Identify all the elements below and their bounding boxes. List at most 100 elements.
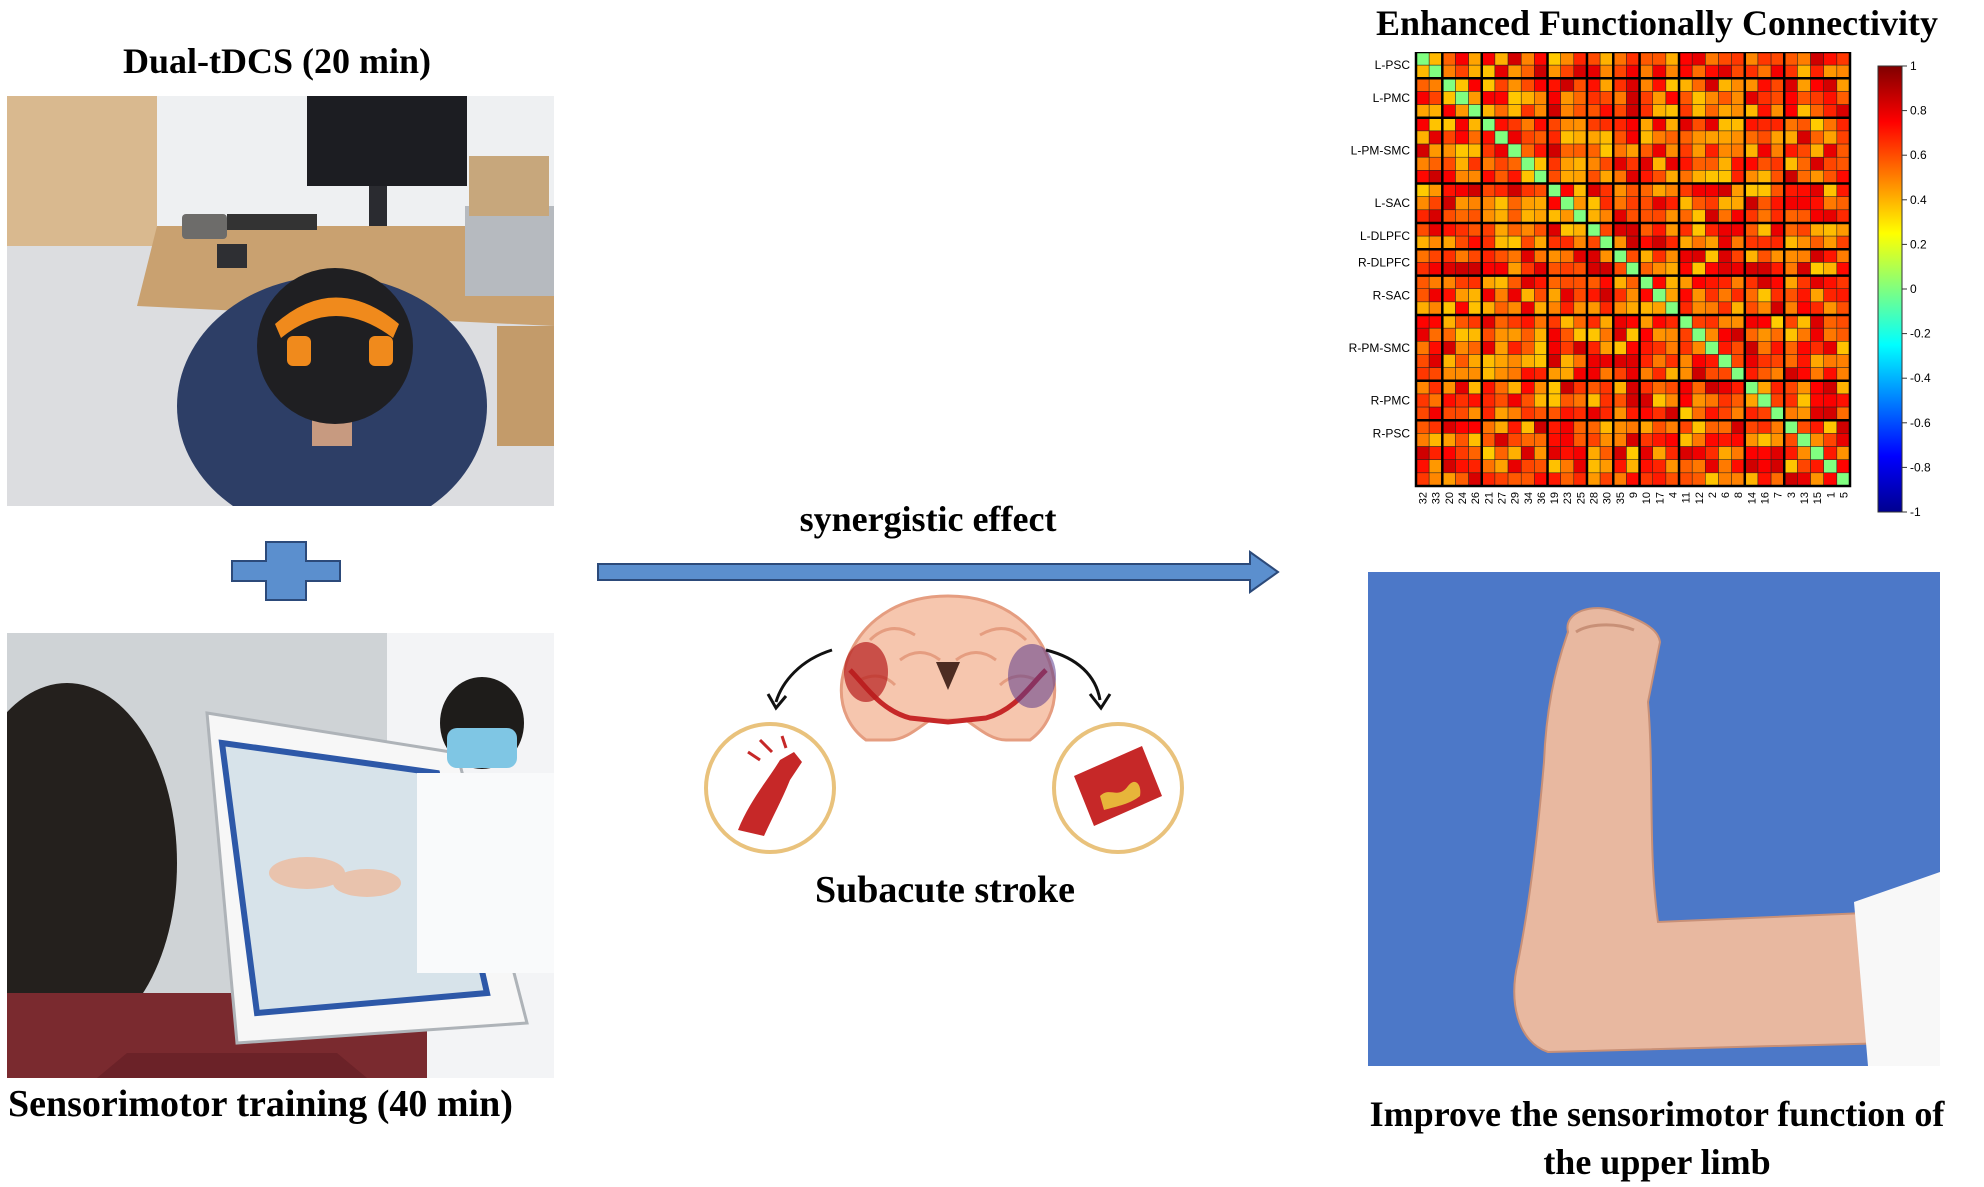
heatmap-cell (1626, 143, 1640, 158)
heatmap-cell (1744, 52, 1759, 66)
heatmap-cell (1665, 78, 1680, 92)
heatmap-cell (1757, 143, 1772, 158)
heatmap-cell (1626, 249, 1640, 263)
heatmap-cell (1783, 393, 1798, 408)
heatmap-cell (1586, 262, 1601, 276)
heatmap-cell (1639, 459, 1653, 474)
heatmap-cell (1560, 327, 1575, 342)
heatmap-cell (1797, 459, 1811, 474)
heatmap-cell (1678, 170, 1693, 184)
heatmap-cell (1613, 196, 1627, 211)
heatmap-cell (1744, 183, 1759, 197)
heatmap-cell (1770, 183, 1785, 197)
heatmap-cell (1691, 275, 1706, 289)
heatmap-col-label: 7 (1773, 492, 1785, 498)
heatmap-cell (1639, 64, 1653, 79)
heatmap-cell (1757, 393, 1772, 408)
heatmap-cell (1757, 196, 1772, 211)
heatmap-cell (1823, 472, 1838, 487)
heatmap-cell (1757, 130, 1772, 145)
heatmap-cell (1520, 222, 1535, 237)
heatmap-cell (1797, 249, 1811, 263)
heatmap-cell (1691, 459, 1706, 474)
heatmap-cell (1455, 288, 1469, 303)
heatmap-cell (1520, 78, 1535, 92)
heatmap-cell (1455, 78, 1469, 92)
heatmap-cell (1599, 170, 1614, 184)
heatmap-cell (1757, 222, 1772, 237)
heatmap-cell (1468, 446, 1483, 460)
heatmap-col-label: 35 (1615, 492, 1627, 504)
heatmap-cell (1560, 472, 1575, 487)
heatmap-cell (1810, 472, 1824, 487)
heatmap-cell (1428, 196, 1443, 211)
heatmap-cell (1691, 393, 1706, 408)
heatmap-cell (1573, 183, 1588, 197)
heatmap-cell (1823, 459, 1838, 474)
heatmap-cell (1428, 327, 1443, 342)
heatmap-cell (1599, 78, 1614, 92)
heatmap-cell (1560, 235, 1575, 250)
heatmap-cell (1613, 354, 1627, 368)
heatmap-cell (1415, 341, 1430, 355)
heatmap-cell (1770, 235, 1785, 250)
heatmap-cell (1783, 380, 1798, 395)
heatmap-cell (1573, 393, 1588, 408)
heatmap-cell (1783, 170, 1798, 184)
heatmap-cell (1468, 104, 1483, 119)
heatmap-cell (1626, 446, 1640, 460)
heatmap-cell (1520, 327, 1535, 342)
heatmap-cell (1415, 64, 1430, 79)
heatmap-cell (1744, 380, 1759, 395)
heatmap-cell (1560, 170, 1575, 184)
heatmap-cell (1415, 406, 1430, 421)
heatmap-cell (1744, 196, 1759, 211)
heatmap-cell (1731, 235, 1746, 250)
heatmap-cell (1665, 262, 1680, 276)
heatmap-cell (1691, 130, 1706, 145)
heatmap-cell (1586, 222, 1601, 237)
heatmap-cell (1757, 341, 1772, 355)
heatmap-cell (1547, 288, 1561, 303)
heatmap-row-label: L-PMC (1373, 91, 1411, 105)
heatmap-cell (1415, 314, 1430, 329)
heatmap-cell (1718, 393, 1732, 408)
heatmap-cell (1639, 130, 1653, 145)
heatmap-cell (1468, 222, 1483, 237)
heatmap-cell (1639, 327, 1653, 342)
heatmap-cell (1442, 419, 1456, 434)
heatmap-cell (1534, 64, 1548, 79)
heatmap-cell (1744, 367, 1759, 382)
heatmap-cell (1442, 262, 1456, 276)
heatmap-cell (1770, 196, 1785, 211)
heatmap-cell (1691, 78, 1706, 92)
heatmap-cell (1442, 354, 1456, 368)
heatmap-cell (1665, 196, 1680, 211)
heatmap-cell (1455, 64, 1469, 79)
heatmap-cell (1836, 222, 1851, 237)
heatmap-cell (1481, 64, 1496, 79)
heatmap-cell (1718, 104, 1732, 119)
heatmap-cell (1468, 433, 1483, 447)
heatmap-cell (1678, 288, 1693, 303)
heatmap-cell (1797, 327, 1811, 342)
heatmap-cell (1534, 380, 1548, 395)
heatmap-cell (1468, 183, 1483, 197)
heatmap-cell (1613, 380, 1627, 395)
heatmap-cell (1836, 64, 1851, 79)
heatmap-cell (1468, 367, 1483, 382)
heatmap-cell (1534, 472, 1548, 487)
heatmap-cell (1481, 446, 1496, 460)
heatmap-cell (1678, 472, 1693, 487)
heatmap-cell (1560, 143, 1575, 158)
heatmap-cell (1494, 52, 1509, 66)
heatmap-cell (1836, 143, 1851, 158)
heatmap-cell (1455, 275, 1469, 289)
heatmap-cell (1455, 130, 1469, 145)
heatmap-cell (1823, 367, 1838, 382)
heatmap-cell (1810, 288, 1824, 303)
heatmap-cell (1415, 78, 1430, 92)
heatmap-cell (1691, 288, 1706, 303)
heatmap-cell (1573, 91, 1588, 105)
heatmap-cell (1639, 393, 1653, 408)
